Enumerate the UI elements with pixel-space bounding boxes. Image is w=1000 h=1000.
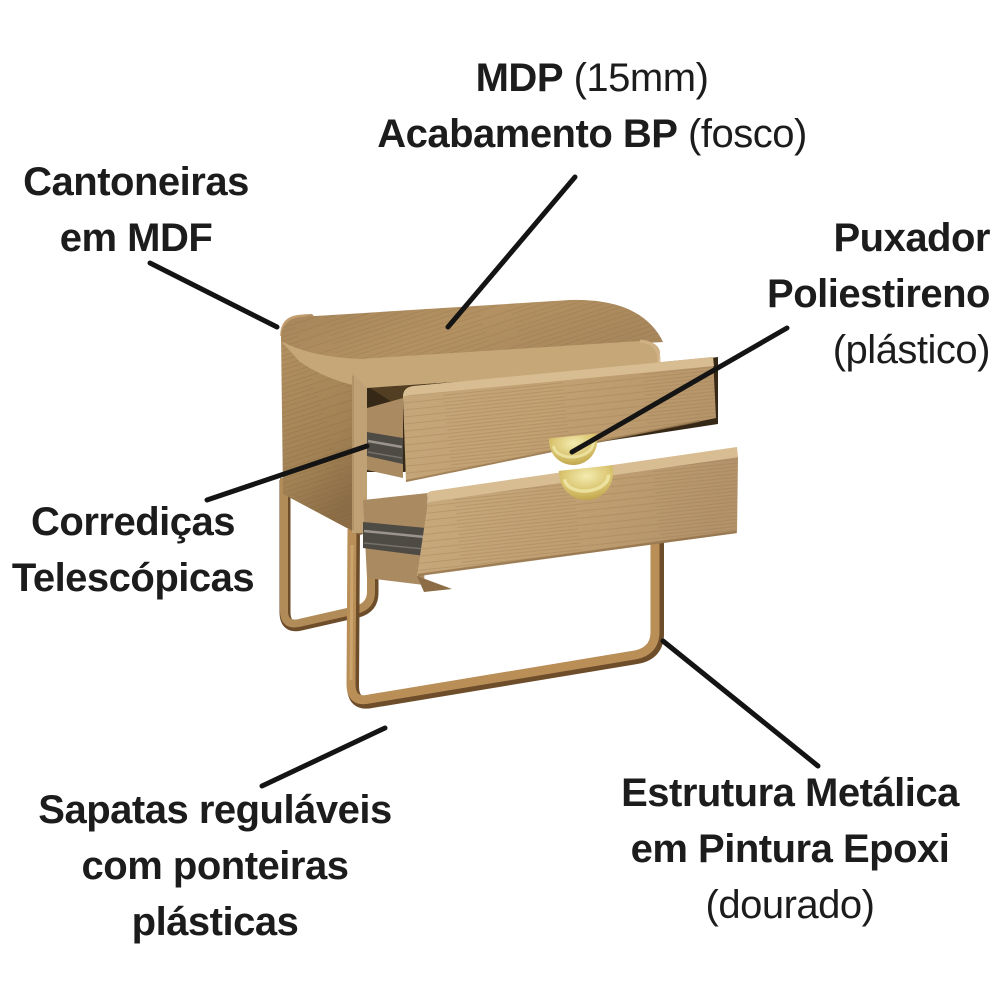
annotation-feet: Sapatas reguláveis com ponteiras plástic… [15, 782, 415, 950]
annotation-line: Cantoneiras [23, 160, 249, 204]
leg-front-loop [346, 497, 664, 709]
annotation-line: Poliestireno [767, 272, 990, 316]
annotation-corner-brackets: Cantoneiras em MDF [0, 154, 272, 266]
leader-handle [569, 325, 790, 455]
leader-board-material [445, 174, 578, 330]
annotation-line: (dourado) [705, 883, 875, 927]
leader-feet [259, 725, 388, 789]
annotation-line: Estrutura Metálica [621, 771, 959, 815]
annotation-line: em Pintura Epoxi [630, 827, 950, 871]
drawer-1 [367, 357, 716, 482]
drawer-2 [363, 447, 738, 592]
drawer-2-handle [558, 465, 614, 500]
annotation-line: (plástico) [832, 328, 991, 372]
annotation-line: Puxador [833, 216, 990, 260]
annotation-line: Sapatas reguláveis [38, 788, 392, 832]
annotation-line: com ponteiras [81, 844, 349, 888]
annotation-line: plásticas [131, 900, 299, 944]
drawer-1-top-edge [403, 357, 714, 397]
leader-drawer-slides [204, 443, 370, 503]
annotation-line: MDP (15mm) [475, 56, 709, 100]
annotation-board-material: MDP (15mm) Acabamento BP (fosco) [342, 50, 842, 162]
annotation-line: Telescópicas [11, 556, 255, 600]
annotation-line: Acabamento BP (fosco) [377, 112, 807, 156]
cabinet-front-frame [281, 341, 660, 388]
annotation-drawer-slides: Corrediças Telescópicas [0, 494, 266, 606]
leader-corner-brackets [147, 260, 280, 330]
leg-left-loop [279, 478, 379, 632]
annotation-line: Corrediças [31, 500, 235, 544]
annotation-handle: Puxador Poliestireno (plástico) [690, 210, 990, 378]
annotation-metal-frame: Estrutura Metálica em Pintura Epoxi (dou… [590, 765, 990, 933]
leader-metal-frame [660, 638, 821, 769]
annotation-line: em MDF [59, 216, 213, 260]
